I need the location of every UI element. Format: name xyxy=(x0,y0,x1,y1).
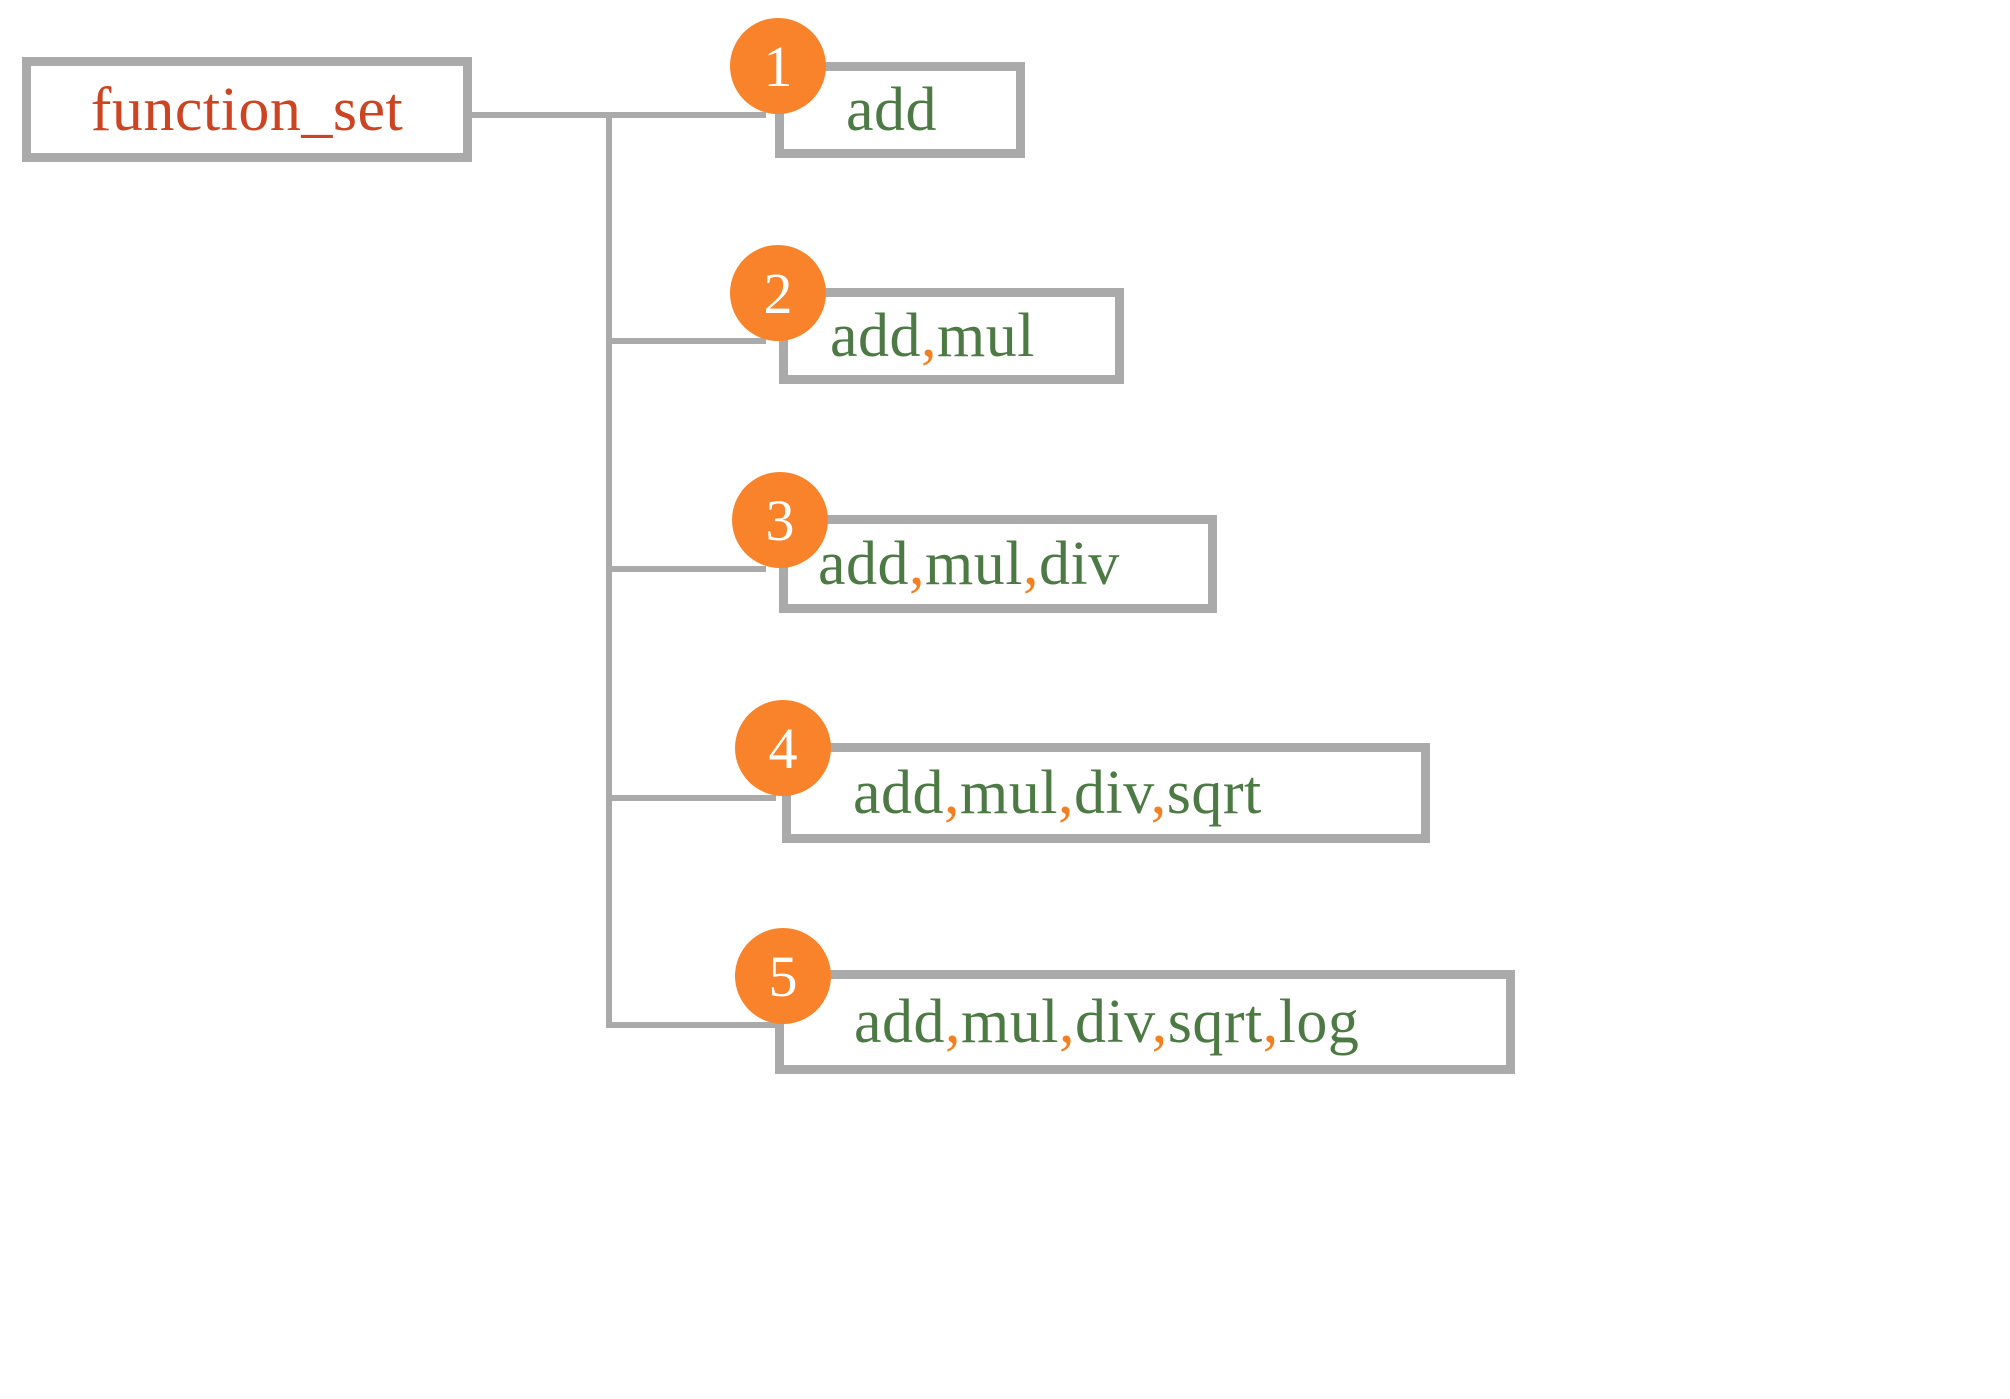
leaf-node-5[interactable]: add,mul,div,sqrt,log xyxy=(775,970,1515,1074)
branch-badge-3-number: 3 xyxy=(765,487,795,553)
connector-branch-3 xyxy=(606,566,766,572)
leaf-node-3-label: add,mul,div xyxy=(818,530,1120,598)
connector-branch-1 xyxy=(606,112,766,118)
root-node-label: function_set xyxy=(90,75,404,144)
leaf-node-1-label: add xyxy=(846,76,938,144)
connector-branch-4 xyxy=(606,795,776,801)
connector-branch-5 xyxy=(606,1022,776,1028)
leaf-node-4[interactable]: add,mul,div,sqrt xyxy=(782,743,1430,843)
branch-badge-1[interactable]: 1 xyxy=(730,18,826,114)
branch-badge-5[interactable]: 5 xyxy=(735,928,831,1024)
branch-badge-2[interactable]: 2 xyxy=(730,245,826,341)
branch-badge-2-number: 2 xyxy=(763,260,793,326)
connector-root-to-trunk xyxy=(472,112,612,118)
leaf-node-3[interactable]: add,mul,div xyxy=(779,515,1217,613)
branch-badge-4[interactable]: 4 xyxy=(735,700,831,796)
branch-badge-1-number: 1 xyxy=(763,33,793,99)
branch-badge-4-number: 4 xyxy=(768,715,798,781)
leaf-node-5-label: add,mul,div,sqrt,log xyxy=(854,988,1360,1056)
leaf-node-2[interactable]: add,mul xyxy=(779,288,1124,384)
branch-badge-3[interactable]: 3 xyxy=(732,472,828,568)
leaf-node-2-label: add,mul xyxy=(830,302,1035,370)
root-node-function-set[interactable]: function_set xyxy=(22,57,472,162)
leaf-node-4-label: add,mul,div,sqrt xyxy=(853,759,1262,827)
branch-badge-5-number: 5 xyxy=(768,943,798,1009)
connector-branch-2 xyxy=(606,338,766,344)
